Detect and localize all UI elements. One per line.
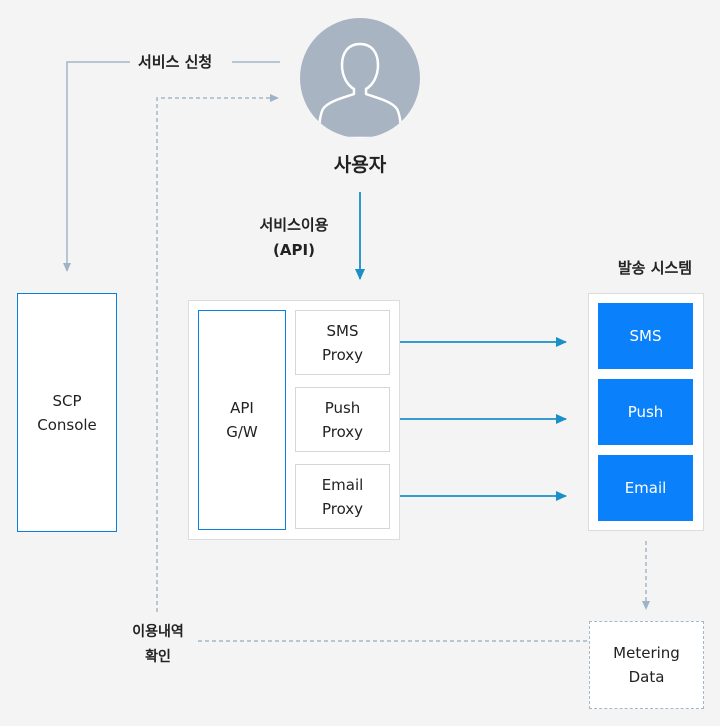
api-usage-label: 서비스이용 (API) xyxy=(244,213,344,263)
usage-check-label: 이용내역 확인 xyxy=(118,620,198,670)
scp-console-box: SCP Console xyxy=(17,293,117,532)
service-request-label: 서비스 신청 xyxy=(130,51,221,72)
usage-check-connector xyxy=(156,94,587,642)
user-label: 사용자 xyxy=(333,154,387,176)
api-gateway-box: API G/W xyxy=(198,310,286,530)
sms-channel-box: SMS xyxy=(598,303,693,369)
email-channel-box: Email xyxy=(598,455,693,521)
user-silhouette-icon xyxy=(300,18,420,138)
proxy-channel-arrows xyxy=(390,337,567,501)
send-system-title: 발송 시스템 xyxy=(617,259,693,277)
push-channel-box: Push xyxy=(598,379,693,445)
service-request-connector xyxy=(63,61,280,272)
